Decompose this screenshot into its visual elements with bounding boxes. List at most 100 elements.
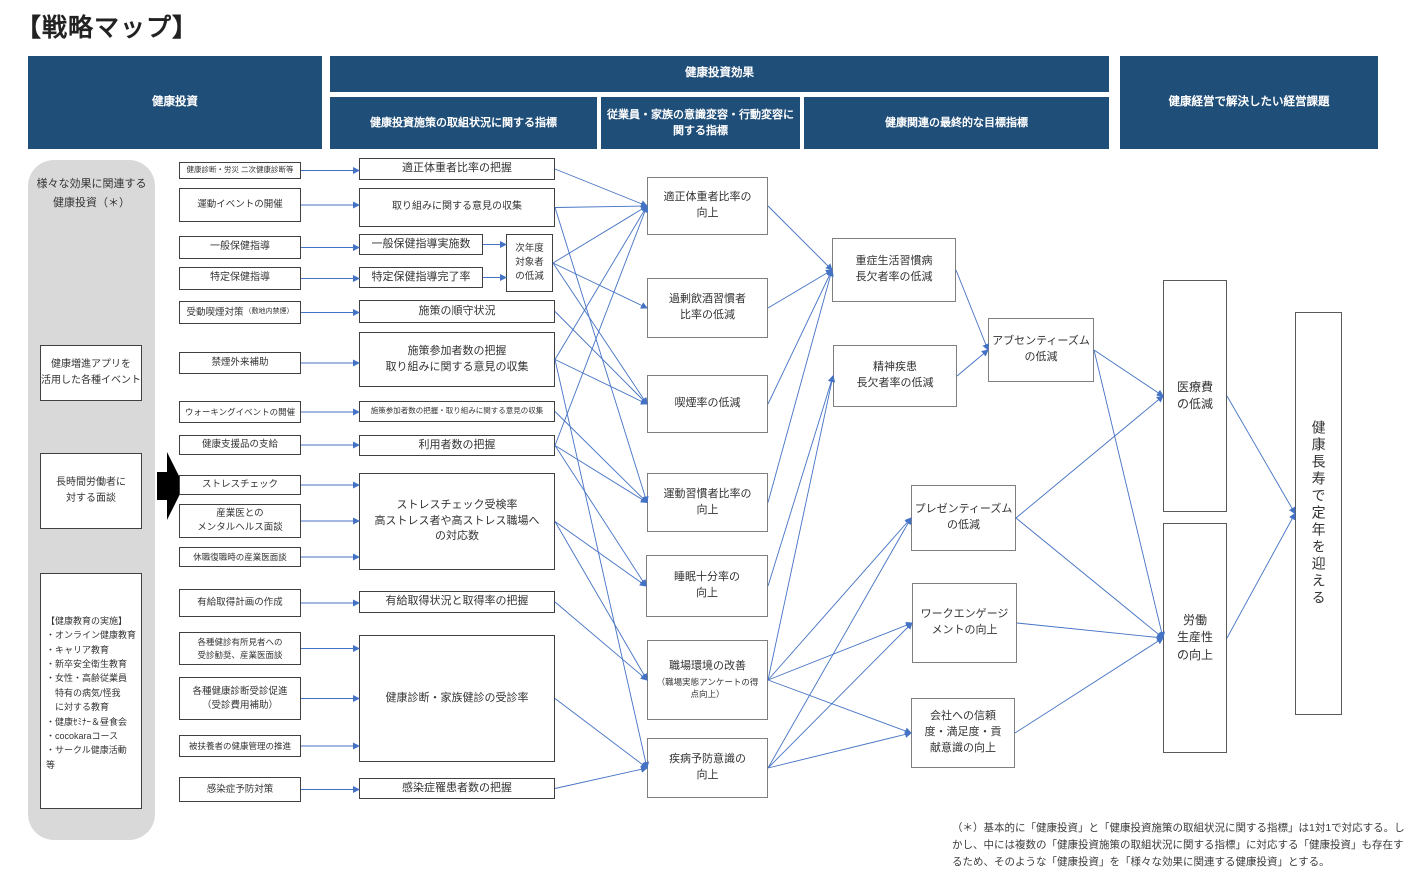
various-effects-panel-label: 様々な効果に関連する 健康投資（＊） [36, 178, 147, 209]
measure-compliance-status-label: 施策の順守状況 [418, 304, 496, 317]
goal-presenteeism-down: プレゼンティーズム の低減 [911, 485, 1016, 551]
goal-company-trust-up: 会社への信頼 度・満足度・貢 献意識の向上 [911, 698, 1015, 768]
header-management-label: 健康経営で解決したい経営課題 [1168, 95, 1330, 108]
behavior-drinking-down: 過剰飲酒習慣者 比率の低減 [647, 278, 768, 338]
input-stress-check: ストレスチェック [179, 475, 301, 495]
behavior-exercise-up: 運動習慣者比率の 向上 [647, 473, 768, 532]
input-stress-check-label: ストレスチェック [201, 479, 278, 491]
input-walking-event: ウォーキングイベントの開催 [179, 401, 301, 423]
measure-paid-leave-rate: 有給取得状況と取得率の把握 [359, 591, 555, 613]
behavior-weight-ratio-up: 適正体重者比率の 向上 [647, 177, 768, 235]
behavior-workplace-improvement-note: （職場実態アンケートの得 点向上） [656, 677, 759, 699]
goal-absenteeism-down: アブセンティーズム の低減 [988, 318, 1094, 382]
input-general-health-guidance: 一般保健指導 [179, 236, 301, 259]
input-smoking-cessation-subsidy-label: 禁煙外来補助 [211, 357, 269, 369]
panel-box-health-app: 健康増進アプリを 活用した各種イベント [40, 345, 142, 401]
goal-mental-illness-absence-down: 精神疾患 長欠者率の低減 [833, 345, 957, 407]
behavior-workplace-improvement: 職場環境の改善 （職場実態アンケートの得 点向上） [647, 640, 768, 720]
behavior-prevention-awareness-up: 疾病予防意識の 向上 [647, 738, 768, 798]
goal-work-engagement-up: ワークエンゲージ メントの向上 [912, 583, 1017, 663]
input-exercise-event: 運動イベントの開催 [179, 188, 301, 222]
goal-absenteeism-down-label: アブセンティーズム の低減 [992, 335, 1090, 363]
panel-box-long-hours-interview: 長時間労働者に 対する面談 [40, 453, 142, 529]
measure-stress-check-rate-label: ストレスチェック受検率 高ストレス者や高ストレス職場へ の対応数 [374, 498, 540, 543]
measure-user-count: 利用者数の把握 [359, 435, 555, 456]
behavior-weight-ratio-up-label: 適正体重者比率の 向上 [663, 191, 752, 219]
input-general-health-guidance-label: 一般保健指導 [210, 241, 270, 253]
behavior-workplace-improvement-label: 職場環境の改善 [669, 660, 746, 673]
final-goal-healthy-retirement: 健康長寿で定年を迎える [1295, 312, 1342, 715]
behavior-smoking-down-label: 喫煙率の低減 [674, 397, 741, 410]
measure-stress-check-rate: ストレスチェック受検率 高ストレス者や高ストレス職場へ の対応数 [359, 473, 555, 570]
measure-weight-ratio: 適正体重者比率の把握 [359, 158, 555, 180]
behavior-sleep-up: 睡眠十分率の 向上 [646, 555, 768, 617]
input-return-to-work-interview-label: 休職復職時の産業医面談 [193, 551, 287, 562]
input-specific-health-guidance: 特定保健指導 [179, 267, 301, 290]
footnote: （＊）基本的に「健康投資」と「健康投資施策の取組状況に関する指標」は1対1で対応… [952, 822, 1405, 868]
input-occupational-doctor-mental: 産業医との メンタルヘルス面談 [179, 504, 301, 538]
measure-checkup-rate-label: 健康診断・家族健診の受診率 [385, 691, 529, 704]
page-title: 【戦略マップ】 [16, 14, 199, 42]
goal-lifestyle-disease-absence-down: 重症生活習慣病 長欠者率の低減 [832, 238, 956, 302]
measure-weight-ratio-label: 適正体重者比率の把握 [402, 162, 512, 175]
input-health-checkup: 健康診断・労災 二次健康診断等 [179, 162, 301, 179]
goal-mental-illness-absence-down-label: 精神疾患 長欠者率の低減 [856, 361, 934, 389]
goal-work-engagement-up-label: ワークエンゲージ メントの向上 [920, 608, 1009, 636]
panel-box-health-education: 【健康教育の実施】 ・オンライン健康教育 ・キャリア教育 ・新卒安全衛生教育 ・… [40, 573, 142, 809]
input-dependents-health-label: 被扶養者の健康管理の推進 [188, 740, 291, 751]
header-management: 健康経営で解決したい経営課題 [1120, 56, 1378, 149]
header-sub-behavior-label: 従業員・家族の意識変容・行動変容に 関する指標 [607, 108, 794, 138]
input-exercise-event-label: 運動イベントの開催 [197, 199, 283, 211]
goal-company-trust-up-label: 会社への信頼 度・満足度・貢 献意識の向上 [924, 710, 1002, 754]
outcome-labor-productivity-up: 労働 生産性 の向上 [1163, 523, 1227, 753]
header-investment-label: 健康投資 [152, 95, 198, 108]
panel-box-long-hours-interview-label: 長時間労働者に 対する面談 [56, 476, 126, 505]
input-return-to-work-interview: 休職復職時の産業医面談 [179, 547, 301, 567]
input-health-support-goods-label: 健康支援品の支給 [201, 439, 278, 451]
input-checkup-promotion-label: 各種健康診断受診促進 （受診費用補助） [192, 685, 288, 711]
measure-specific-guidance-rate: 特定保健指導完了率 [359, 267, 483, 288]
behavior-prevention-awareness-up-label: 疾病予防意識の 向上 [669, 753, 746, 781]
input-paid-leave-plan: 有給取得計画の作成 [179, 589, 301, 617]
input-followup-recommendation: 各種健診有所見者への 受診勧奨、産業医面談 [179, 632, 301, 665]
measure-participants-opinions-compact: 施策参加者数の把握・取り組みに関する意見の収集 [359, 401, 555, 422]
measure-participants-opinions-label: 施策参加者数の把握 取り組みに関する意見の収集 [385, 344, 529, 373]
input-passive-smoking: 受動喫煙対策（敷地内禁煙） [179, 301, 301, 324]
measure-participants-opinions-compact-label: 施策参加者数の把握・取り組みに関する意見の収集 [370, 406, 544, 416]
header-effect: 健康投資効果 [330, 56, 1109, 92]
measure-paid-leave-rate-label: 有給取得状況と取得率の把握 [385, 595, 529, 608]
measure-user-count-label: 利用者数の把握 [418, 438, 496, 451]
measure-opinion-collection: 取り組みに関する意見の収集 [359, 188, 555, 227]
input-passive-smoking-label: 受動喫煙対策 [186, 306, 244, 318]
measure-participants-opinions: 施策参加者数の把握 取り組みに関する意見の収集 [359, 332, 555, 387]
header-sub-final-label: 健康関連の最終的な目標指標 [885, 116, 1028, 129]
measure-infection-count: 感染症罹患者数の把握 [359, 778, 555, 799]
header-sub-measures-label: 健康投資施策の取組状況に関する指標 [370, 116, 557, 129]
input-followup-recommendation-label: 各種健診有所見者への 受診勧奨、産業医面談 [197, 637, 283, 660]
input-occupational-doctor-mental-label: 産業医との メンタルヘルス面談 [197, 508, 283, 533]
header-sub-final: 健康関連の最終的な目標指標 [804, 97, 1109, 149]
input-health-checkup-label: 健康診断・労災 二次健康診断等 [186, 165, 294, 175]
measure-infection-count-label: 感染症罹患者数の把握 [402, 781, 512, 794]
goal-presenteeism-down-label: プレゼンティーズム の低減 [914, 503, 1013, 531]
outcome-labor-productivity-up-label: 労働 生産性 の向上 [1176, 612, 1213, 662]
input-passive-smoking-note: （敷地内禁煙） [244, 308, 294, 316]
measure-checkup-rate: 健康診断・家族健診の受診率 [359, 635, 555, 762]
outcome-medical-cost-down-label: 医療費 の低減 [1176, 379, 1213, 411]
behavior-exercise-up-label: 運動習慣者比率の 向上 [663, 487, 752, 516]
goal-lifestyle-disease-absence-down-label: 重症生活習慣病 長欠者率の低減 [855, 255, 933, 283]
measure-next-year-target-reduction: 次年度 対象者 の低減 [506, 234, 553, 292]
header-sub-measures: 健康投資施策の取組状況に関する指標 [330, 97, 597, 149]
behavior-sleep-up-label: 睡眠十分率の 向上 [674, 571, 740, 599]
input-checkup-promotion: 各種健康診断受診促進 （受診費用補助） [179, 677, 301, 720]
measure-next-year-target-reduction-label: 次年度 対象者 の低減 [515, 243, 544, 282]
header-sub-behavior: 従業員・家族の意識変容・行動変容に 関する指標 [601, 97, 800, 149]
input-infection-prevention-label: 感染症予防対策 [206, 783, 274, 795]
measure-specific-guidance-rate-label: 特定保健指導完了率 [371, 270, 471, 283]
input-specific-health-guidance-label: 特定保健指導 [210, 272, 270, 284]
behavior-smoking-down: 喫煙率の低減 [647, 375, 768, 433]
input-infection-prevention: 感染症予防対策 [179, 777, 301, 802]
input-health-support-goods: 健康支援品の支給 [179, 435, 301, 455]
measure-compliance-status: 施策の順守状況 [359, 300, 555, 323]
